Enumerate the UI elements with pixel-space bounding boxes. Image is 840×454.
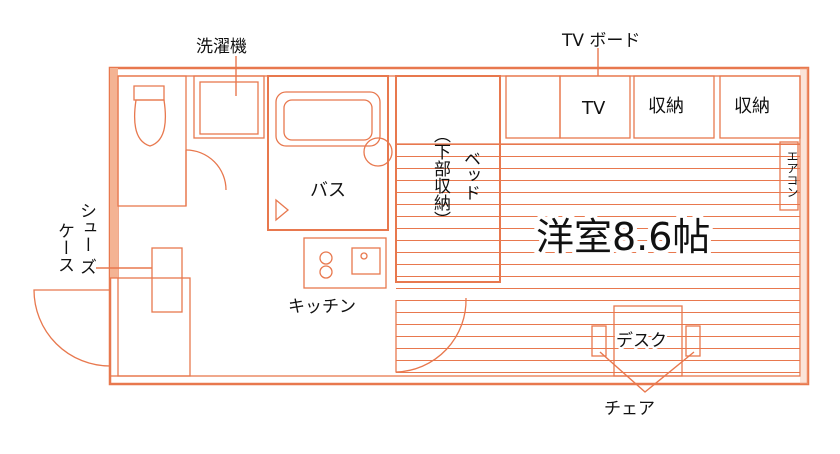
label-shoe-case-2: ズ: [76, 258, 96, 275]
label-shoe-case-3: ケース: [54, 222, 74, 273]
label-chair: チェア: [604, 399, 655, 419]
entrance: [33, 247, 191, 377]
desk: [613, 305, 683, 377]
label-shoe-case-1: シュー: [76, 202, 96, 253]
kitchen-sink-icon: [351, 247, 381, 275]
label-bed-line2: （下部収納）: [430, 126, 451, 228]
label-washer: 洗濯機: [196, 37, 247, 57]
toilet-icon: [133, 99, 167, 147]
chair-right: [685, 325, 701, 357]
bathroom: [267, 75, 393, 231]
desk-set: [591, 305, 701, 393]
entrance-door-swing: [33, 289, 111, 367]
label-storage-1: 収納: [648, 96, 684, 117]
tv-board: [559, 75, 631, 139]
bed: [395, 75, 501, 283]
toilet-room: [117, 75, 227, 207]
stove-burner-icon: [319, 265, 333, 279]
label-tv: TV: [581, 98, 606, 119]
label-room: 洋室8.6帖: [536, 215, 710, 259]
storage-unit-1: [633, 75, 715, 139]
label-storage-2: 収納: [734, 96, 770, 117]
room-floor: [396, 143, 800, 376]
top-furniture: [505, 48, 801, 211]
storage-unit-2: [719, 75, 801, 139]
stove-burner-icon: [319, 251, 333, 265]
sink-icon: [363, 137, 393, 167]
bathtub-icon: [275, 91, 381, 147]
label-aircon: エアコン: [785, 150, 799, 198]
washer-space: [193, 56, 265, 139]
kitchen: [303, 237, 387, 289]
label-bed-line1: ベッド: [460, 150, 480, 201]
aircon-unit: [779, 141, 799, 211]
label-tv-board: TV ボード: [561, 31, 640, 51]
label-desk: デスク: [616, 330, 667, 351]
shoe-case: [151, 247, 183, 313]
label-bath: バス: [310, 180, 346, 201]
chair-left: [591, 325, 607, 357]
label-kitchen: キッチン: [288, 297, 356, 317]
